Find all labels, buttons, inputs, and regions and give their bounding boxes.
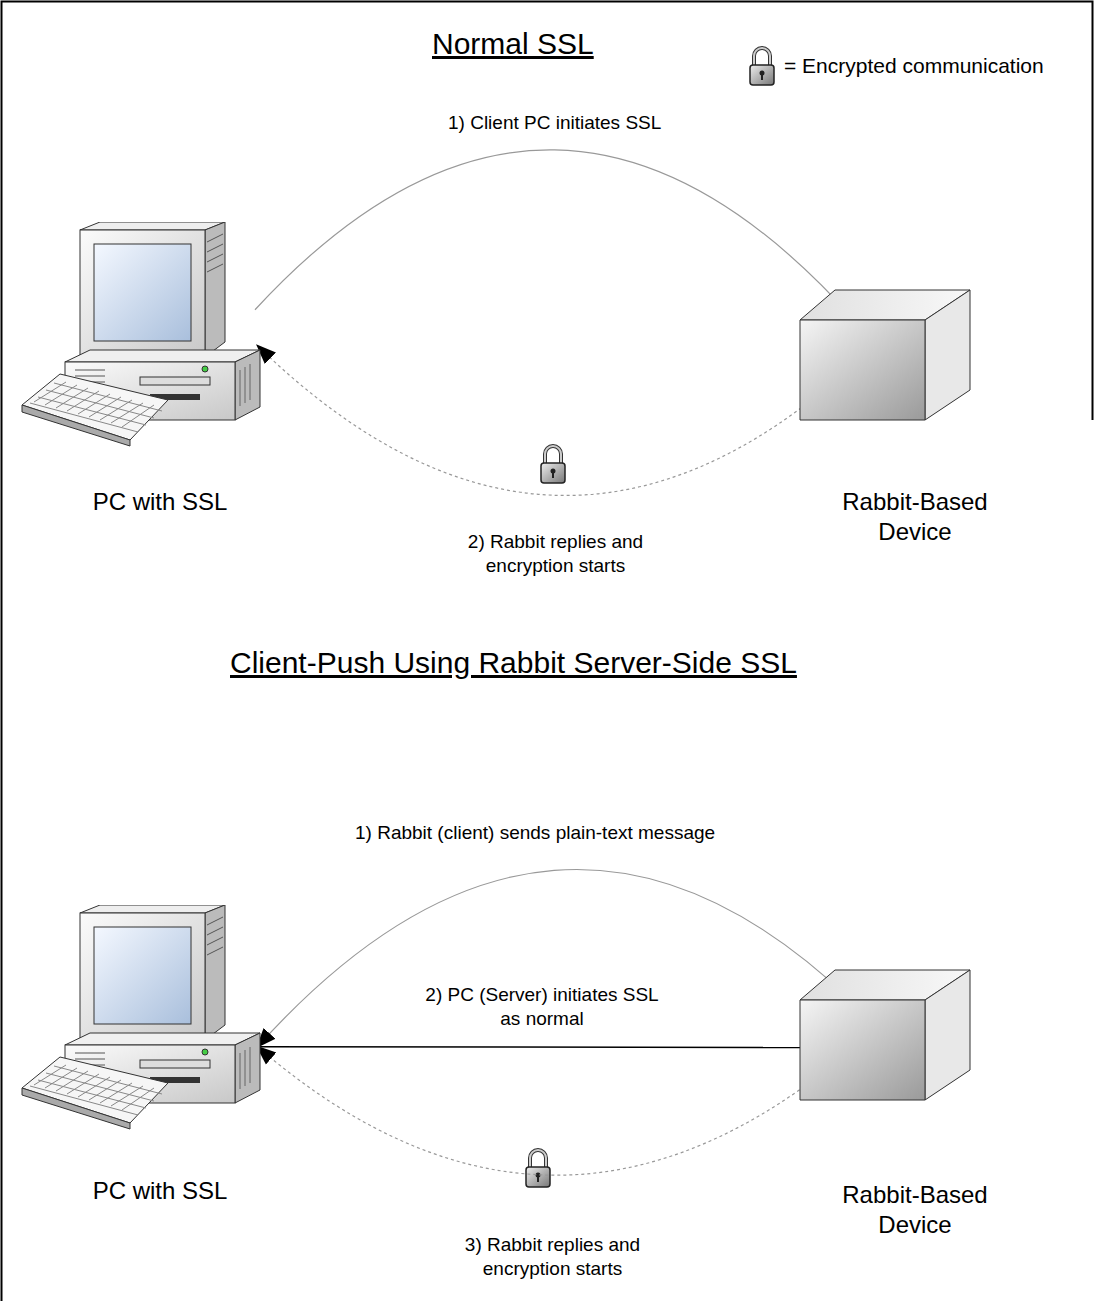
node-label: Rabbit-Based Device [825,487,1005,547]
connector-arrow [258,869,851,1046]
device-box-icon [795,285,975,425]
lock-icon [750,48,774,85]
node-label: Rabbit-Based Device [825,1180,1005,1240]
edge-label: 2) PC (Server) initiates SSL as normal [419,983,665,1031]
edge-label: 1) Client PC initiates SSL [445,111,664,135]
edge-label: 2) Rabbit replies and encryption starts [430,530,681,578]
device-node: Rabbit-Based Device [790,965,1030,1240]
computer-node: PC with SSL [20,222,270,517]
node-label: PC with SSL [60,487,260,517]
diagram-title: Normal SSL [432,26,594,62]
edge-label: 3) Rabbit replies and encryption starts [427,1233,678,1281]
computer-node: PC with SSL [20,905,270,1206]
node-label: PC with SSL [60,1176,260,1206]
connector-arrow [258,345,875,495]
device-node: Rabbit-Based Device [790,285,1030,547]
edge-label: 1) Rabbit (client) sends plain-text mess… [352,821,718,845]
connector-arrow [258,1029,875,1175]
pc-icon [20,905,270,1130]
connector-arrow [255,150,854,320]
lock-icon [541,446,565,483]
device-box-icon [795,965,975,1105]
section-heading: Client-Push Using Rabbit Server-Side SSL [230,645,797,681]
legend-text: = Encrypted communication [784,54,1044,78]
lock-icon [526,1150,550,1187]
pc-icon [20,222,270,447]
connector-arrow [258,1046,886,1048]
